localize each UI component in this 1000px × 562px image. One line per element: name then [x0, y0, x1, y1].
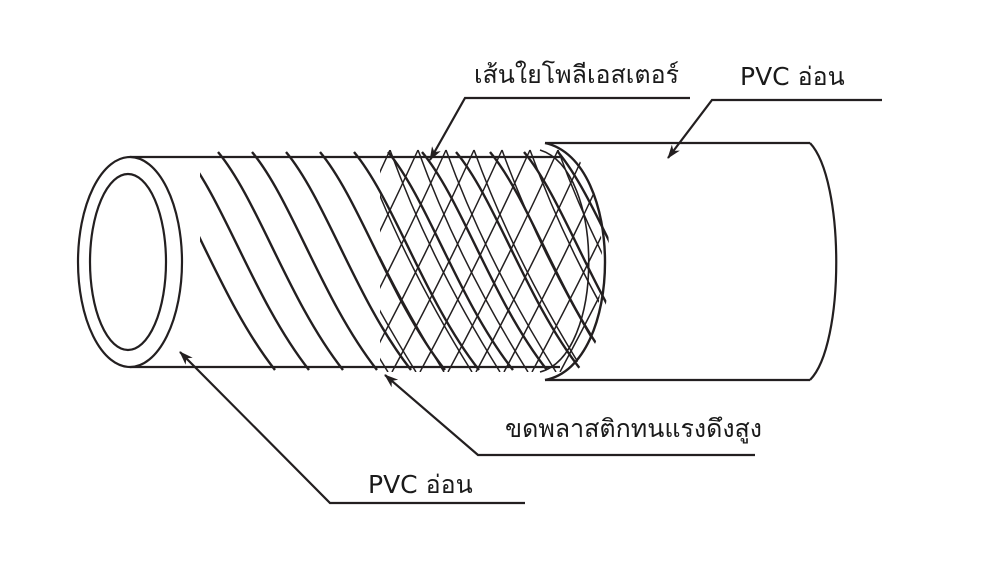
braid-strand: [250, 150, 360, 372]
leader-outer-pvc: [667, 98, 882, 159]
braid-strand: [380, 149, 475, 372]
braid-strand: [475, 149, 587, 372]
braid-strand: [380, 149, 447, 372]
braid-strand: [445, 149, 557, 372]
label-polyester-fiber: เส้นใยโพลีเอสเตอร์: [474, 60, 680, 89]
coil-wire: [591, 151, 610, 371]
coil-wire: [489, 151, 610, 371]
tube-inner-rim: [88, 172, 168, 352]
label-outer-pvc: PVC อ่อน: [740, 62, 845, 91]
braid-strand: [585, 149, 602, 372]
outer-jacket-end: [809, 142, 838, 381]
braid-strand: [670, 150, 780, 372]
leader-inner-pvc: [179, 351, 525, 505]
braid-strand: [698, 150, 808, 372]
leader-polyester: [429, 96, 690, 161]
braid-strand: [531, 149, 602, 372]
coil-wire: [319, 151, 446, 371]
braid-strand: [419, 149, 531, 372]
coil-wire: [557, 151, 610, 371]
braid-strand: [557, 149, 602, 372]
label-inner-pvc: PVC อ่อน: [368, 470, 473, 499]
braid-edge: [544, 141, 607, 382]
coil-wire: [200, 151, 276, 371]
leader-coil: [384, 374, 755, 457]
braid-strand: [642, 150, 752, 372]
braid-strand: [168, 150, 278, 372]
braid-strand: [196, 150, 306, 372]
coil-wire: [353, 151, 480, 371]
braid-strand: [501, 149, 602, 372]
coil-wire: [455, 151, 582, 371]
coil-wire: [285, 151, 412, 371]
braid-strand: [380, 149, 473, 372]
braid-strand: [447, 149, 559, 372]
coil-wire: [387, 151, 514, 371]
braid-strand: [559, 149, 602, 372]
braid-strand: [380, 149, 417, 372]
braid-strand: [417, 149, 529, 372]
tube-outer-rim: [76, 155, 184, 369]
braid-strand: [380, 149, 389, 372]
coil-wire: [626, 152, 751, 370]
braid-strand: [380, 149, 391, 372]
braid-strand: [380, 149, 419, 372]
coil-wire: [217, 151, 344, 371]
label-plastic-coil: ขดพลาสติกทนแรงดึงสูง: [505, 414, 763, 443]
coil-wire: [421, 151, 548, 371]
coil-wire: [523, 151, 610, 371]
braid-strand: [389, 149, 501, 372]
coil-wire: [200, 151, 310, 371]
braid-strand: [614, 150, 724, 372]
braid-strand: [473, 149, 585, 372]
coil-wire: [251, 151, 378, 371]
